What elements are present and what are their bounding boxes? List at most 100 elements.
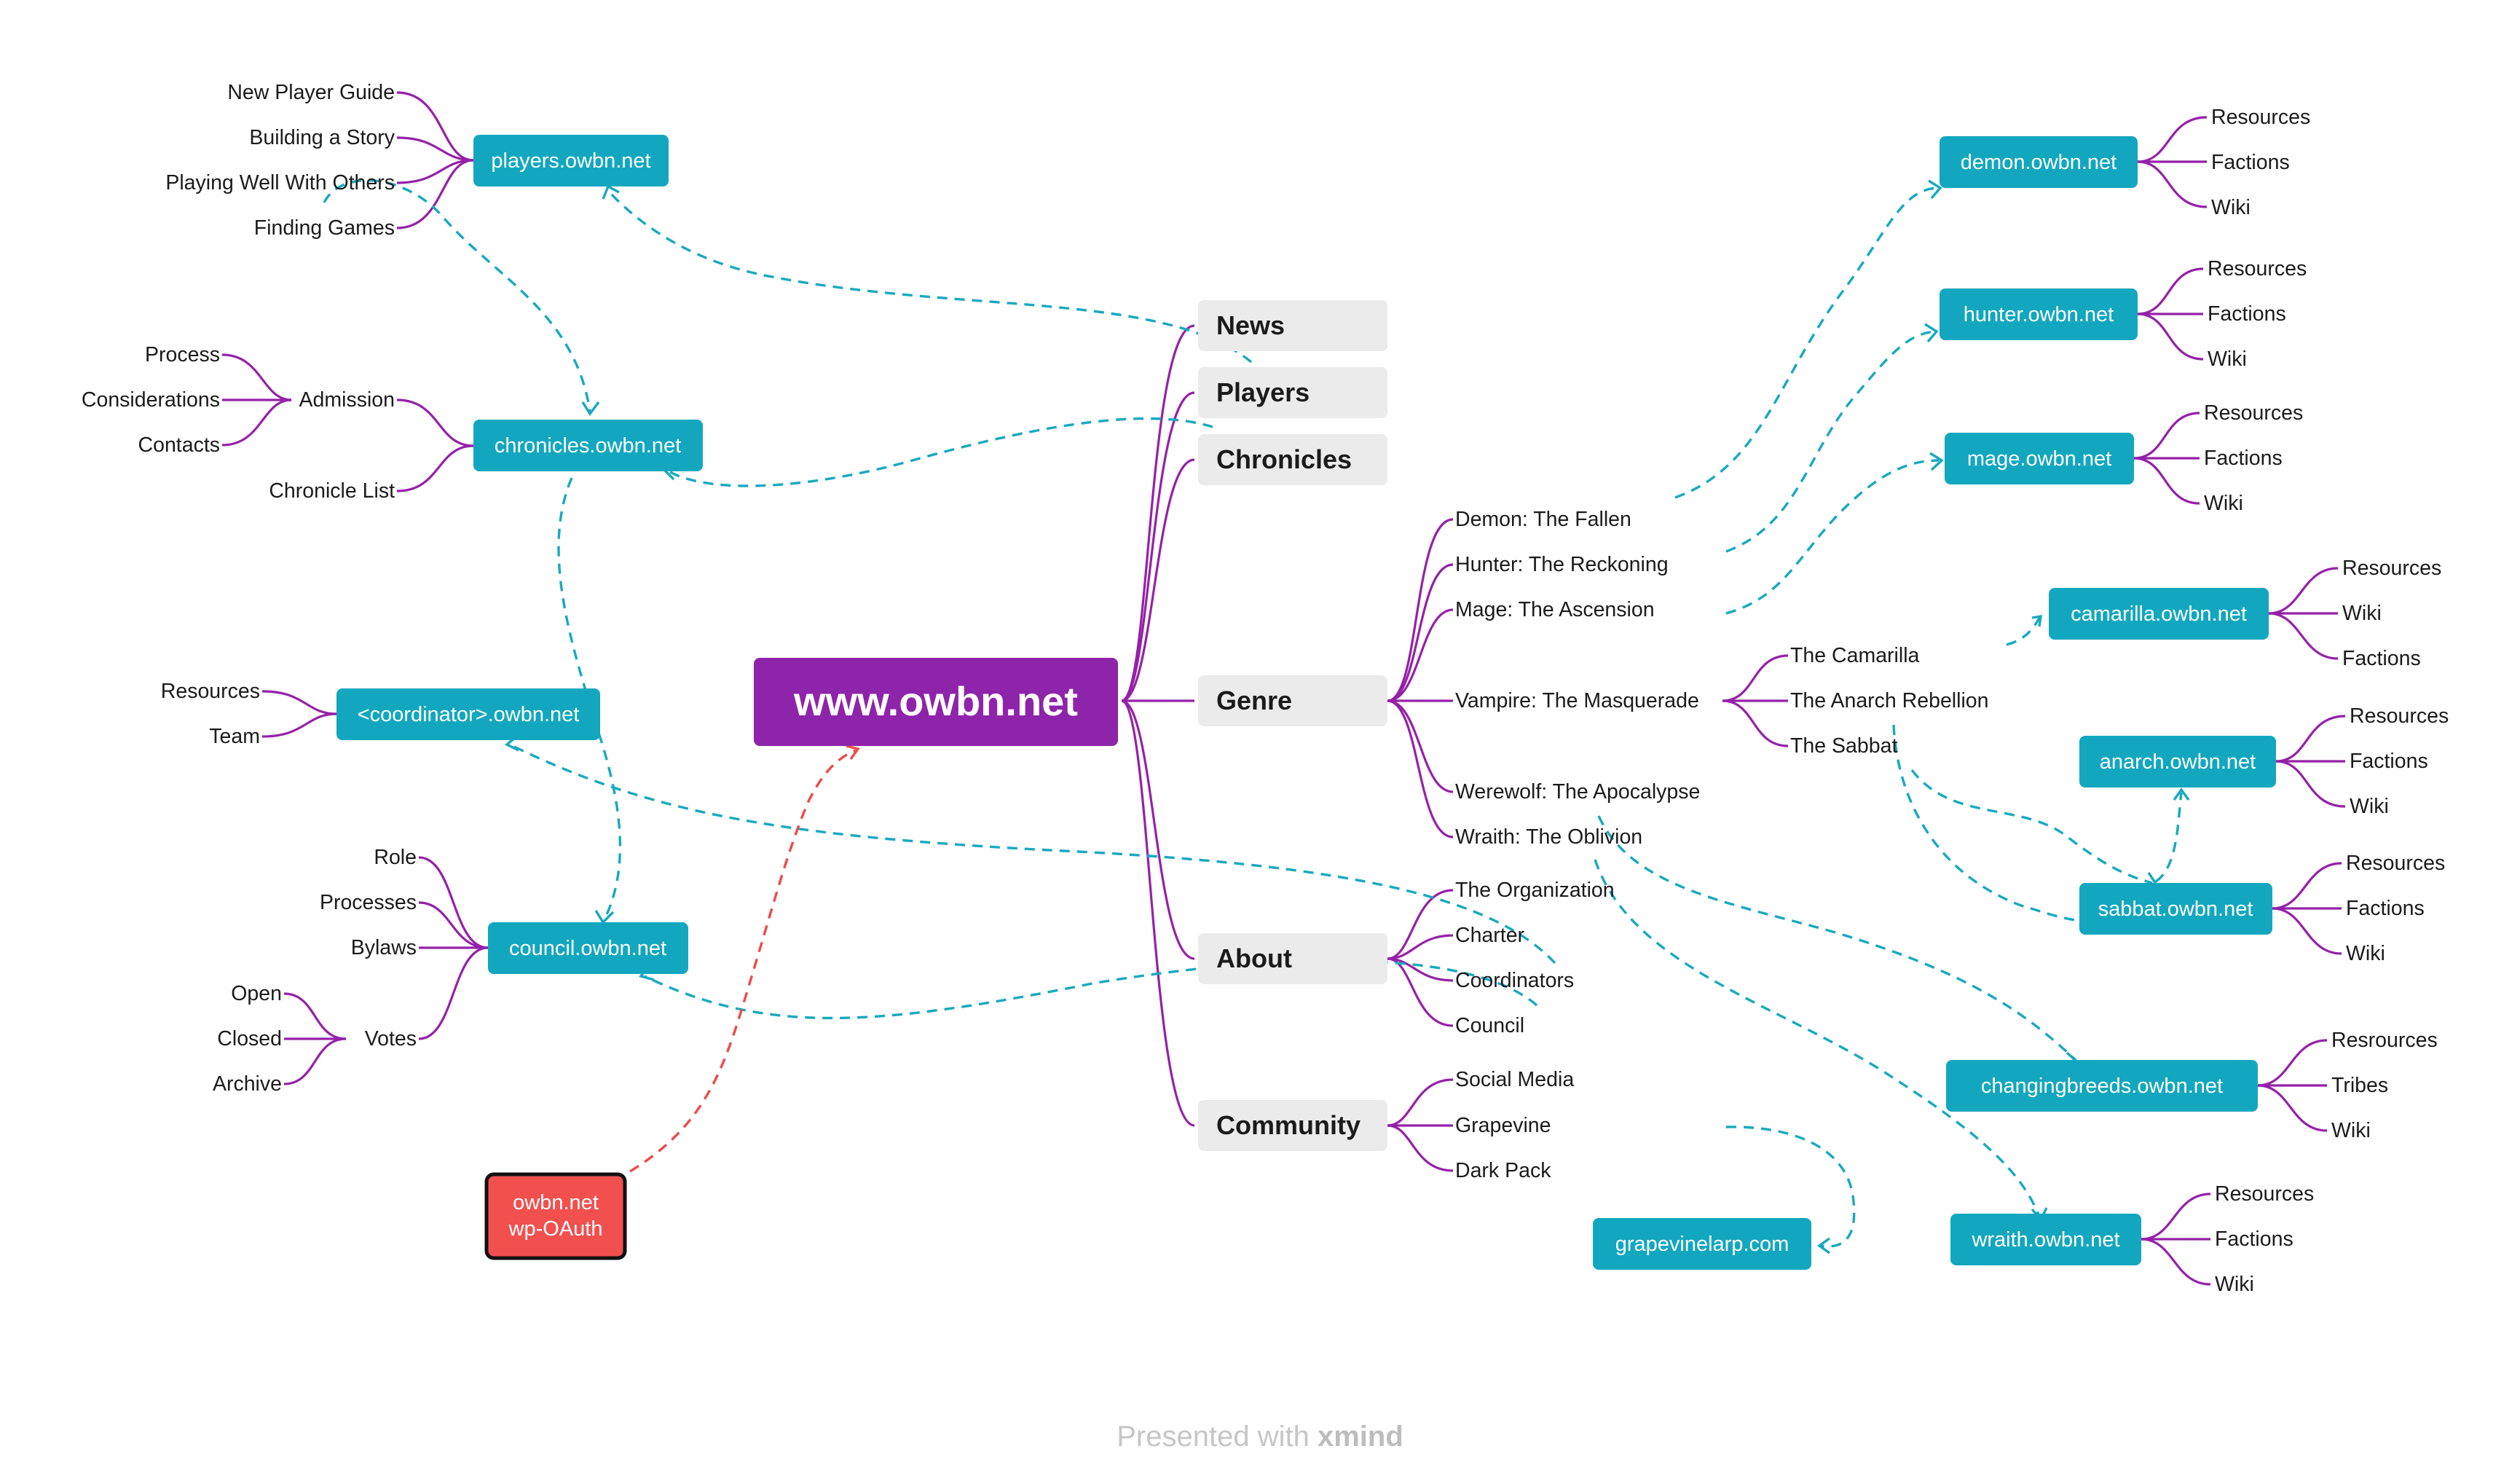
- category-label: News: [1216, 310, 1285, 340]
- coordinator-item-team[interactable]: Team: [209, 725, 260, 748]
- site-child[interactable]: Resources: [2215, 1182, 2314, 1206]
- arrow-icon: [1928, 179, 1942, 200]
- genre-item-vampire[interactable]: Vampire: The Masquerade: [1455, 689, 1699, 712]
- site-child[interactable]: Wiki: [2208, 347, 2247, 371]
- site-label: chronicles.owbn.net: [495, 434, 681, 457]
- category-genre[interactable]: Genre: [1198, 675, 1387, 726]
- council-item-closed[interactable]: Closed: [217, 1027, 282, 1050]
- site-child[interactable]: Resources: [2211, 106, 2310, 129]
- community-item-darkpack[interactable]: Dark Pack: [1455, 1159, 1551, 1182]
- site-child[interactable]: Wiki: [2350, 795, 2389, 818]
- about-item-coordinators[interactable]: Coordinators: [1455, 969, 1574, 992]
- council-item-role[interactable]: Role: [374, 846, 417, 869]
- site-label: mage.owbn.net: [1967, 447, 2111, 471]
- site-child[interactable]: Wiki: [2346, 942, 2385, 965]
- chronicles-item-considerations[interactable]: Considerations: [82, 388, 220, 412]
- connector-anarch-sabbat: [1892, 724, 2087, 923]
- site-child[interactable]: Factions: [2211, 151, 2290, 174]
- site-label-line1: owbn.net: [513, 1191, 599, 1214]
- footer-prefix: Presented with: [1117, 1421, 1318, 1453]
- site-child[interactable]: Wiki: [2342, 602, 2382, 625]
- site-child[interactable]: Wiki: [2331, 1119, 2371, 1142]
- council-item-archive[interactable]: Archive: [213, 1072, 282, 1096]
- site-child[interactable]: Factions: [2346, 897, 2425, 920]
- chronicles-item-process[interactable]: Process: [145, 343, 220, 366]
- genre-item-hunter[interactable]: Hunter: The Reckoning: [1455, 553, 1669, 576]
- genre-item-wraith[interactable]: Wraith: The Oblivion: [1455, 825, 1642, 849]
- players-item-guide[interactable]: New Player Guide: [227, 81, 395, 104]
- chronicles-item-admission[interactable]: Admission: [299, 388, 395, 412]
- vampire-item-sabbat[interactable]: The Sabbat: [1790, 734, 1897, 758]
- site-label: grapevinelarp.com: [1615, 1233, 1789, 1256]
- coordinator-item-resources[interactable]: Resources: [161, 680, 260, 703]
- site-wp-oauth[interactable]: owbn.net wp-OAuth: [484, 1172, 627, 1260]
- players-item-story[interactable]: Building a Story: [249, 126, 395, 149]
- site-child[interactable]: Factions: [2342, 647, 2421, 670]
- site-label: anarch.owbn.net: [2100, 750, 2256, 774]
- council-item-processes[interactable]: Processes: [320, 891, 417, 914]
- site-hunter[interactable]: hunter.owbn.net: [1940, 288, 2138, 340]
- site-child[interactable]: Factions: [2208, 302, 2286, 326]
- site-child[interactable]: Wiki: [2215, 1273, 2254, 1296]
- site-players[interactable]: players.owbn.net: [473, 135, 669, 186]
- community-item-social[interactable]: Social Media: [1455, 1068, 1574, 1091]
- category-news[interactable]: News: [1198, 300, 1387, 351]
- council-item-bylaws[interactable]: Bylaws: [351, 936, 417, 959]
- site-mage[interactable]: mage.owbn.net: [1945, 433, 2134, 484]
- site-anarch[interactable]: anarch.owbn.net: [2079, 736, 2276, 787]
- site-child[interactable]: Resources: [2342, 557, 2441, 580]
- site-child[interactable]: Resources: [2346, 852, 2445, 875]
- site-child[interactable]: Factions: [2215, 1228, 2293, 1251]
- site-child[interactable]: Wiki: [2204, 492, 2243, 515]
- connector-sabbat-sect: [1910, 769, 2153, 884]
- category-players[interactable]: Players: [1198, 367, 1387, 418]
- arrow-icon: [846, 745, 860, 760]
- branch-lines: [221, 91, 2346, 1286]
- players-item-playing[interactable]: Playing Well With Others: [165, 171, 395, 195]
- chronicles-item-list[interactable]: Chronicle List: [269, 479, 395, 503]
- genre-item-werewolf[interactable]: Werewolf: The Apocalypse: [1455, 780, 1700, 804]
- genre-items: Demon: The Fallen Hunter: The Reckoning …: [1455, 508, 1989, 849]
- site-wraith[interactable]: wraith.owbn.net: [1950, 1214, 2141, 1265]
- site-label: sabbat.owbn.net: [2098, 897, 2253, 921]
- coordinator-items: Resources Team: [161, 680, 260, 748]
- site-chronicles[interactable]: chronicles.owbn.net: [473, 420, 703, 471]
- genre-item-mage[interactable]: Mage: The Ascension: [1455, 598, 1655, 621]
- community-item-grapevine[interactable]: Grapevine: [1455, 1114, 1551, 1137]
- site-child[interactable]: Resources: [2208, 257, 2307, 280]
- council-item-open[interactable]: Open: [231, 982, 282, 1005]
- connector-news-players: [607, 189, 1253, 364]
- category-community[interactable]: Community: [1198, 1100, 1387, 1151]
- category-about[interactable]: About: [1198, 933, 1387, 984]
- genre-item-demon[interactable]: Demon: The Fallen: [1455, 508, 1631, 531]
- connector-werewolf: [1597, 815, 2077, 1061]
- connector-demon: [1674, 186, 1938, 499]
- site-child[interactable]: Tribes: [2331, 1074, 2388, 1097]
- vampire-item-camarilla[interactable]: The Camarilla: [1790, 644, 1920, 667]
- site-demon[interactable]: demon.owbn.net: [1940, 136, 2138, 188]
- vampire-item-anarch[interactable]: The Anarch Rebellion: [1790, 689, 1989, 712]
- category-chronicles[interactable]: Chronicles: [1198, 434, 1387, 485]
- site-child[interactable]: Resrources: [2331, 1029, 2438, 1052]
- council-item-votes[interactable]: Votes: [365, 1027, 417, 1050]
- site-grapevine[interactable]: grapevinelarp.com: [1593, 1218, 1811, 1270]
- site-coordinator[interactable]: <coordinator>.owbn.net: [336, 688, 600, 740]
- connector-mage: [1725, 459, 1940, 615]
- about-item-organization[interactable]: The Organization: [1455, 879, 1615, 902]
- about-item-charter[interactable]: Charter: [1455, 924, 1525, 947]
- category-label: Community: [1216, 1110, 1361, 1140]
- about-item-council[interactable]: Council: [1455, 1014, 1524, 1037]
- site-child[interactable]: Resources: [2350, 704, 2449, 728]
- site-child[interactable]: Factions: [2204, 447, 2283, 470]
- center-topic[interactable]: www.owbn.net: [754, 658, 1118, 746]
- players-item-finding[interactable]: Finding Games: [254, 216, 395, 240]
- site-sabbat[interactable]: sabbat.owbn.net: [2079, 883, 2272, 935]
- site-child[interactable]: Wiki: [2211, 196, 2251, 219]
- site-child[interactable]: Resources: [2204, 401, 2303, 425]
- site-changingbreeds[interactable]: changingbreeds.owbn.net: [1946, 1060, 2258, 1112]
- site-camarilla[interactable]: camarilla.owbn.net: [2049, 588, 2269, 640]
- site-child[interactable]: Factions: [2350, 750, 2428, 773]
- demon-children: Resources Factions Wiki: [2211, 106, 2310, 219]
- chronicles-item-contacts[interactable]: Contacts: [138, 433, 220, 457]
- site-council[interactable]: council.owbn.net: [488, 922, 688, 974]
